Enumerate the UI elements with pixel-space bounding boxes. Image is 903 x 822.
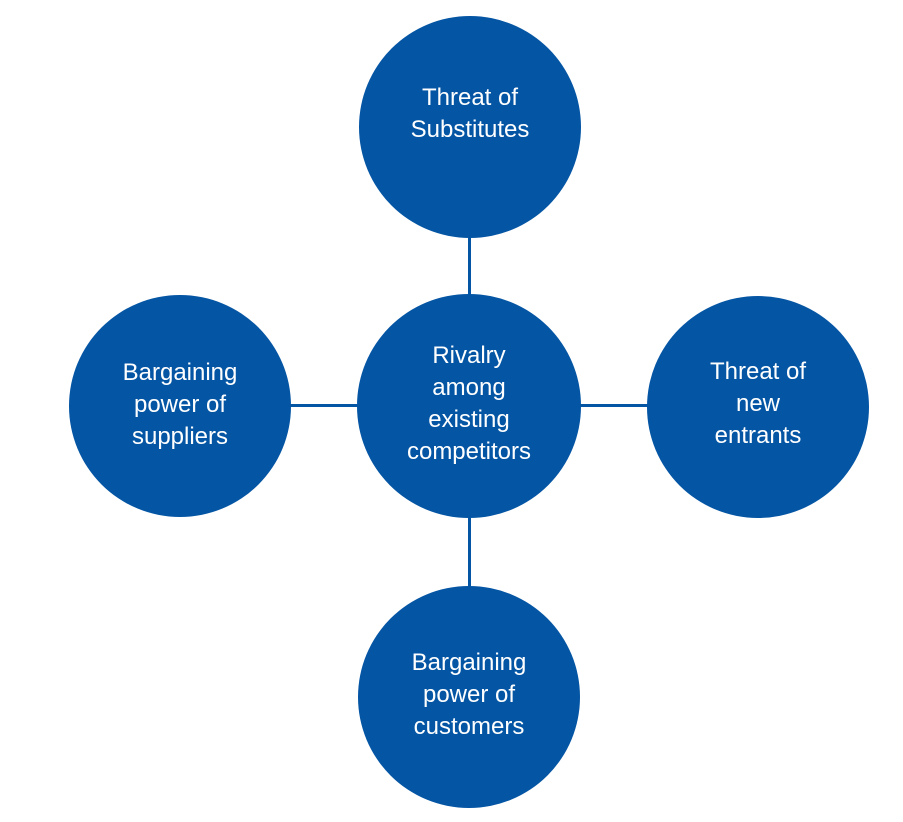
connector-center-to-right <box>578 404 652 407</box>
node-bargaining-power-of-suppliers: Bargaining power of suppliers <box>69 295 291 517</box>
node-threat-of-new-entrants: Threat of new entrants <box>647 296 869 518</box>
connector-center-to-bottom <box>468 510 471 590</box>
node-rivalry-among-existing-competitors-label: Rivalry among existing competitors <box>406 342 532 465</box>
node-threat-of-substitutes-label: Threat of Substitutes <box>410 83 530 143</box>
connector-center-to-top <box>468 222 471 300</box>
node-bargaining-power-of-customers-label: Bargaining power of customers <box>411 648 527 740</box>
connector-center-to-left <box>288 404 362 407</box>
node-threat-of-new-entrants-label: Threat of new entrants <box>709 357 807 449</box>
node-threat-of-substitutes: Threat of Substitutes <box>359 16 581 238</box>
node-rivalry-among-existing-competitors: Rivalry among existing competitors <box>357 294 581 518</box>
node-bargaining-power-of-customers: Bargaining power of customers <box>358 586 580 808</box>
node-bargaining-power-of-suppliers-label: Bargaining power of suppliers <box>122 358 238 450</box>
